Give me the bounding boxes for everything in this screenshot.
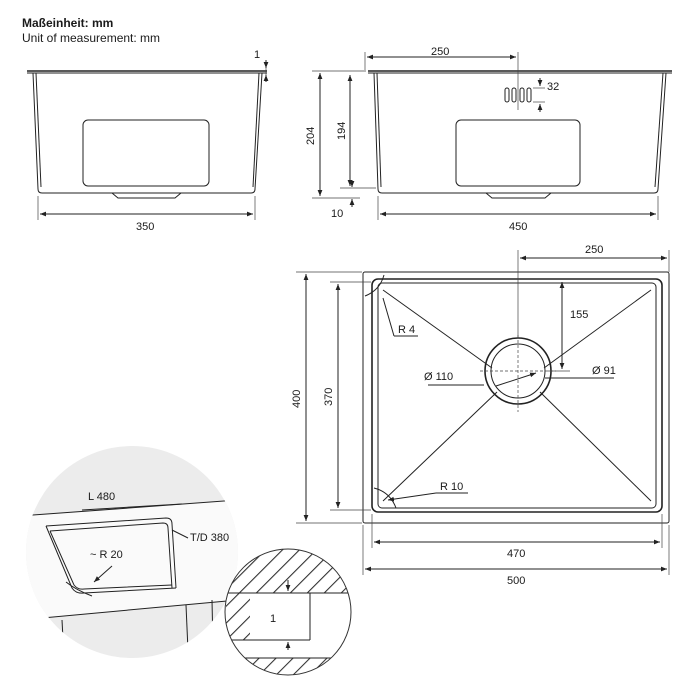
front-width-dim: 450 — [509, 221, 527, 233]
detail-depth-dim: T/D 380 — [190, 532, 229, 544]
top-inner-width-dim: 470 — [507, 548, 525, 560]
side-rim-dim: 1 — [254, 49, 260, 61]
top-outer-width-dim: 500 — [507, 575, 525, 587]
front-outlet-offset-dim: 250 — [431, 46, 449, 58]
label-corner-r10: R 10 — [440, 481, 463, 493]
detail-rim-dim: 1 — [270, 613, 276, 625]
front-inner-height-dim: 194 — [336, 122, 348, 140]
front-view: 250 32 204 194 10 450 — [305, 46, 672, 233]
top-drain-offset-y-dim: 155 — [570, 309, 588, 321]
front-bottom-dim: 10 — [331, 208, 343, 220]
detail-rim-view: 1 — [224, 548, 352, 676]
detail-radius-label: ~ R 20 — [90, 549, 123, 561]
label-corner-r4: R 4 — [398, 324, 415, 336]
detail-length-dim: L 480 — [88, 491, 115, 503]
unit-label-german: Maßeinheit: mm — [22, 16, 114, 30]
unit-label-english: Unit of measurement: mm — [22, 31, 161, 45]
side-view: 1 350 — [27, 49, 269, 233]
top-inner-height-dim: 370 — [323, 388, 335, 406]
detail-corner-view: L 480 T/D 380 ~ R 20 — [26, 446, 238, 658]
top-drain-offset-x-dim: 250 — [585, 244, 603, 256]
label-drain-inner: Ø 91 — [592, 365, 616, 377]
side-width-dim: 350 — [136, 221, 154, 233]
front-overflow-dim: 32 — [547, 81, 559, 93]
top-outer-height-dim: 400 — [291, 390, 303, 408]
front-total-height-dim: 204 — [305, 127, 317, 145]
label-drain-outer: Ø 110 — [424, 371, 453, 383]
top-view: 250 155 R 4 Ø 110 Ø 91 R 10 — [291, 244, 670, 587]
